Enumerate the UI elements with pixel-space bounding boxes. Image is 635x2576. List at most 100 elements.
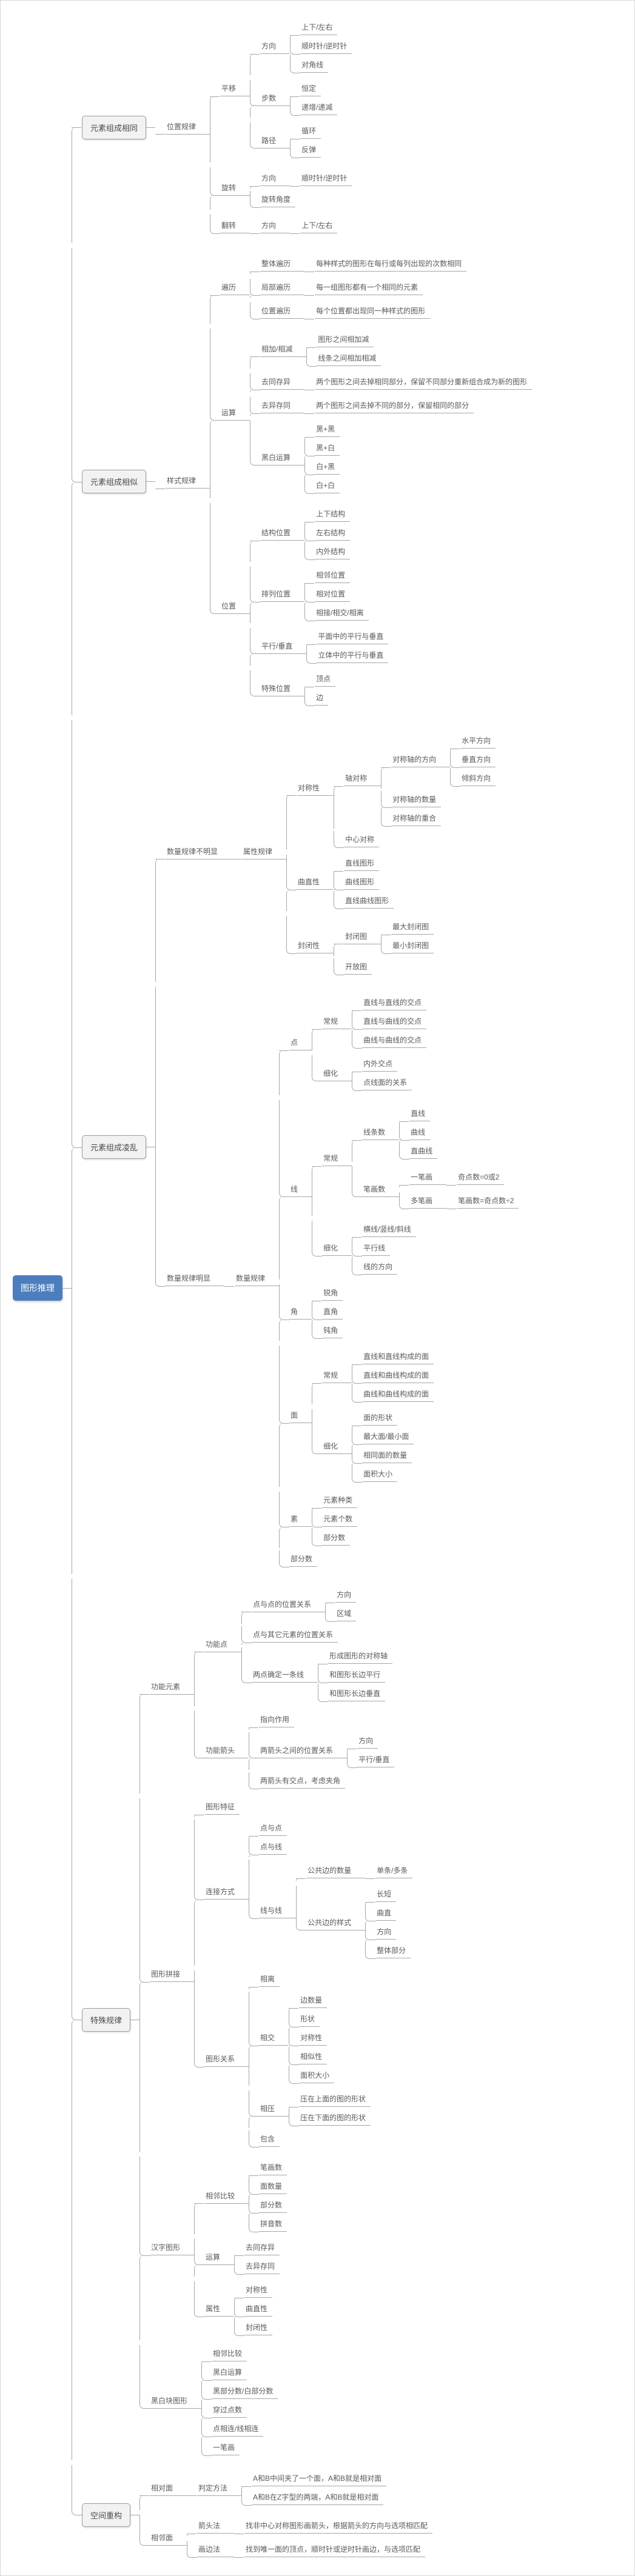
topic-label[interactable]: 图形特征: [204, 1801, 240, 1815]
topic-label[interactable]: 一笔画: [212, 2441, 240, 2455]
topic-label[interactable]: 压在下面的图的形状: [299, 2112, 371, 2126]
topic-label[interactable]: 元素个数: [322, 1513, 358, 1527]
topic-label[interactable]: 平行线: [362, 1242, 391, 1256]
topic-label[interactable]: 位置规律: [166, 121, 201, 135]
topic-label[interactable]: 点: [289, 1036, 303, 1050]
topic-label[interactable]: 两箭头之间的位置关系: [259, 1744, 338, 1758]
topic-label[interactable]: 去异存同: [244, 2260, 280, 2274]
topic-label[interactable]: 路径: [260, 135, 281, 148]
topic-label[interactable]: 点与线: [259, 1841, 287, 1855]
topic-label[interactable]: 画边法: [197, 2543, 226, 2557]
topic-label[interactable]: 循环: [300, 125, 321, 139]
topic-label[interactable]: 方向: [260, 40, 281, 54]
topic-label[interactable]: 垂直方向: [460, 753, 496, 767]
topic-label[interactable]: 曲线图形: [344, 876, 380, 890]
topic-label[interactable]: 判定方法: [197, 2482, 233, 2496]
topic-label[interactable]: 压在上面的图的形状: [299, 2093, 371, 2107]
topic-label[interactable]: 最小封闭图: [391, 939, 434, 953]
topic-label[interactable]: 两个图形之间去掉不同的部分，保留相同的部分: [315, 399, 474, 413]
topic-label[interactable]: 封闭性: [297, 939, 325, 953]
topic-label[interactable]: 黑+白: [315, 442, 340, 456]
topic-label[interactable]: 边: [315, 692, 329, 706]
topic-label[interactable]: 角: [289, 1306, 303, 1320]
topic-label[interactable]: 面数量: [259, 2180, 287, 2194]
topic-label[interactable]: 笔画数=奇点数÷2: [457, 1195, 519, 1209]
topic-label[interactable]: 部分数: [289, 1553, 318, 1567]
topic-label[interactable]: 直角: [322, 1306, 343, 1320]
topic-label[interactable]: 图形之间相加减: [317, 333, 374, 347]
topic-label[interactable]: 反弹: [300, 144, 321, 158]
topic-label[interactable]: 递增/递减: [300, 101, 338, 115]
topic-label[interactable]: 上下/左右: [300, 219, 338, 233]
topic-label[interactable]: 对称轴的数量: [391, 793, 442, 807]
topic-label[interactable]: 指向作用: [259, 1713, 295, 1727]
topic-label[interactable]: 轴对称: [344, 772, 372, 786]
topic-label[interactable]: 曲线: [409, 1126, 431, 1140]
topic-label[interactable]: 线: [289, 1183, 303, 1197]
topic-label[interactable]: 平行/垂直: [260, 640, 298, 654]
topic-label[interactable]: 细化: [322, 1440, 343, 1454]
topic-label[interactable]: 整体遍历: [260, 258, 296, 272]
topic-label[interactable]: 图形关系: [204, 2053, 240, 2067]
topic-label[interactable]: 翻转: [220, 219, 241, 233]
topic-label[interactable]: 数量规律: [235, 1272, 270, 1286]
topic-label[interactable]: 汉字图形: [150, 2241, 186, 2255]
topic-label[interactable]: 点与其它元素的位置关系: [252, 1629, 338, 1643]
topic-label[interactable]: 点相连/线相连: [212, 2423, 264, 2437]
topic-label[interactable]: 方向: [375, 1926, 397, 1940]
topic-label[interactable]: 整体部分: [375, 1944, 411, 1958]
topic-label[interactable]: 面积大小: [299, 2069, 335, 2083]
topic-label[interactable]: 黑白运算: [212, 2366, 247, 2380]
topic-label[interactable]: 相交: [259, 2032, 280, 2046]
topic-label[interactable]: 找非中心对称图形画箭头，根据箭头的方向与选项相匹配: [244, 2520, 433, 2534]
topic-label[interactable]: 水平方向: [460, 735, 496, 749]
topic-label[interactable]: 边数量: [299, 1994, 328, 2008]
topic-label[interactable]: 对角线: [300, 59, 329, 73]
topic-label[interactable]: 单条/多条: [375, 1864, 413, 1878]
topic-label[interactable]: 曲直: [375, 1907, 397, 1921]
topic-label[interactable]: 直线和直线构成的面: [362, 1350, 434, 1364]
topic-label[interactable]: 公共边的样式: [306, 1917, 357, 1930]
topic-label[interactable]: 图形拼接: [150, 1968, 186, 1982]
topic-label[interactable]: 直线: [409, 1107, 431, 1121]
topic-label[interactable]: 对称性: [297, 782, 325, 796]
topic-label[interactable]: 方向: [260, 219, 281, 233]
topic-label[interactable]: 属性: [204, 2303, 226, 2317]
topic-label[interactable]: 点与点: [259, 1822, 287, 1836]
topic-label[interactable]: 面积大小: [362, 1468, 398, 1482]
topic-label[interactable]: 两点确定一条线: [252, 1669, 309, 1683]
topic-label[interactable]: 直曲线: [409, 1145, 438, 1159]
topic-label[interactable]: 钝角: [322, 1324, 343, 1338]
topic-label[interactable]: 相同面的数量: [362, 1449, 412, 1463]
topic-label[interactable]: 旋转角度: [260, 193, 296, 207]
topic-label[interactable]: 点线面的关系: [362, 1076, 412, 1090]
topic-label[interactable]: 元素种类: [322, 1494, 358, 1508]
topic-label[interactable]: 素: [289, 1513, 303, 1527]
topic-label[interactable]: 点与点的位置关系: [252, 1598, 317, 1612]
main-topic[interactable]: 元素组成凌乱: [82, 1135, 147, 1159]
topic-label[interactable]: 倾斜方向: [460, 772, 496, 786]
topic-label[interactable]: 黑部分数/白部分数: [212, 2385, 278, 2399]
main-topic[interactable]: 元素组成相似: [82, 470, 147, 493]
topic-label[interactable]: 立体中的平行与垂直: [317, 649, 389, 663]
topic-label[interactable]: 连接方式: [204, 1886, 240, 1900]
topic-label[interactable]: 方向: [335, 1589, 357, 1603]
topic-label[interactable]: 开放图: [344, 961, 372, 975]
topic-label[interactable]: 结构位置: [260, 527, 296, 541]
topic-label[interactable]: 横线/竖线/斜线: [362, 1223, 416, 1237]
topic-label[interactable]: 最大面/最小面: [362, 1430, 414, 1444]
topic-label[interactable]: 线与线: [259, 1904, 287, 1918]
topic-label[interactable]: 奇点数=0或2: [457, 1171, 505, 1185]
topic-label[interactable]: 部分数: [322, 1532, 351, 1546]
topic-label[interactable]: 封闭图: [344, 930, 372, 944]
topic-label[interactable]: 功能点: [204, 1638, 233, 1652]
topic-label[interactable]: 直线与直线的交点: [362, 996, 427, 1010]
topic-label[interactable]: 去异存同: [260, 399, 296, 413]
topic-label[interactable]: 两箭头有交点，考虑夹角: [259, 1775, 346, 1789]
topic-label[interactable]: 公共边的数量: [306, 1864, 357, 1878]
topic-label[interactable]: 细化: [322, 1067, 343, 1081]
topic-label[interactable]: 去同存异: [244, 2241, 280, 2255]
topic-label[interactable]: 内外结构: [315, 546, 351, 559]
topic-label[interactable]: 功能元素: [150, 1681, 186, 1695]
topic-label[interactable]: 曲直性: [297, 876, 325, 890]
